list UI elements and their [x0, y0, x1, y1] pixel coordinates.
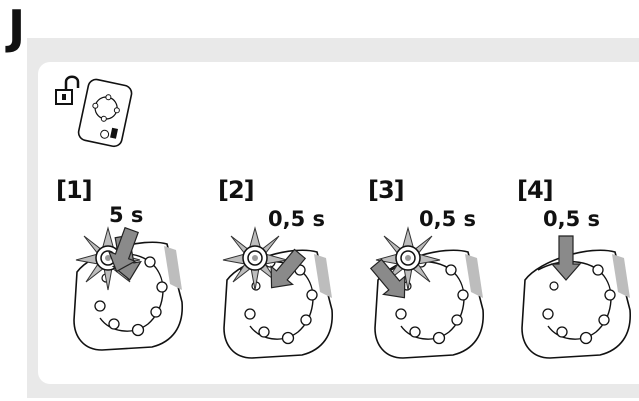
- duration-label-3: 0,5 s: [419, 207, 477, 231]
- duration-label-1: 5 s: [109, 203, 144, 227]
- remote-illustration-2: [222, 227, 334, 359]
- duration-label-4: 0,5 s: [543, 207, 601, 231]
- remote-illustration-3: [364, 227, 485, 359]
- step-label-3: [3]: [368, 176, 405, 204]
- step-label-4: [4]: [517, 176, 554, 204]
- remote-illustration-4: [521, 235, 632, 359]
- remote-illustration-1: [73, 224, 184, 351]
- step-label-1: [1]: [56, 176, 93, 204]
- section-letter: J: [8, 0, 26, 54]
- padlock-open-icon: [55, 75, 80, 105]
- remote-control-icon: [77, 78, 133, 148]
- duration-label-2: 0,5 s: [268, 207, 326, 231]
- step-label-2: [2]: [218, 176, 255, 204]
